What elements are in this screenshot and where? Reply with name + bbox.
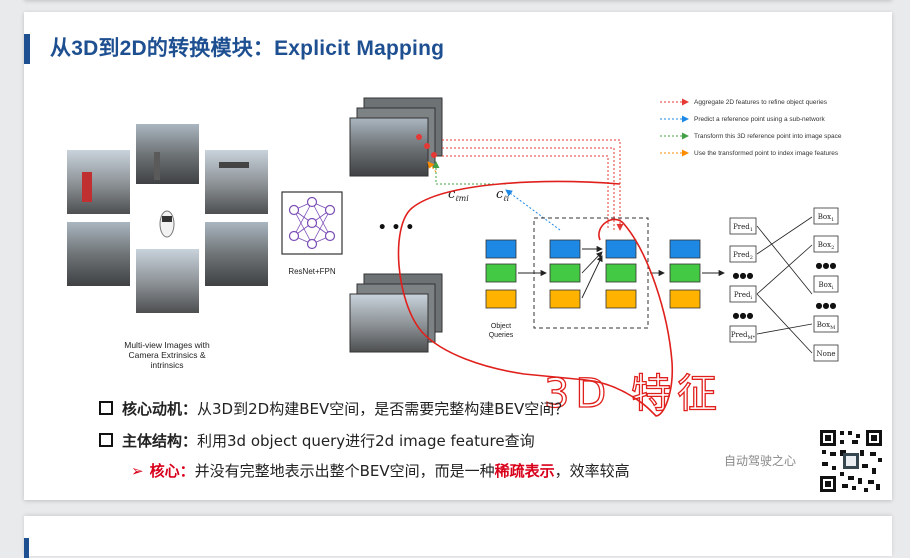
multi-view-images bbox=[67, 124, 268, 313]
multiview-caption-2: Camera Extrinsics & bbox=[129, 350, 206, 360]
pred-dots-1: ●●● bbox=[733, 271, 754, 280]
bullet-motivation: 核心动机：从3D到2D构建BEV空间，是否需要完整构建BEV空间？ bbox=[99, 398, 569, 419]
title-accent-bar bbox=[24, 34, 30, 64]
object-queries bbox=[485, 239, 517, 309]
feature-map-stack-top bbox=[349, 97, 443, 177]
bullet-structure: 主体结构：利用3d object query进行2d image feature… bbox=[99, 430, 535, 451]
pred-m: PredM* bbox=[731, 331, 756, 341]
legend-item-transform: Transform this 3D reference point into i… bbox=[694, 133, 842, 140]
feature-label-1: cℓmi bbox=[448, 187, 469, 203]
arrow-bullet-icon: ➢ bbox=[131, 462, 144, 480]
pred-i: Predi bbox=[734, 291, 753, 301]
multiview-caption-3: intrinsics bbox=[150, 360, 183, 370]
gt-boxes bbox=[813, 207, 839, 362]
multiview-caption-1: Multi-view Images with bbox=[124, 340, 210, 350]
next-slide-edge bbox=[24, 516, 892, 558]
watermark: 自动驾驶之心 bbox=[724, 454, 797, 468]
predictions bbox=[729, 217, 757, 343]
next-slide-accent-bar bbox=[24, 538, 29, 558]
box-none: None bbox=[817, 350, 836, 358]
detr3d-diagram: Multi-view Images with Camera Extrinsics… bbox=[67, 97, 842, 418]
legend-item-index: Use the transformed point to index image… bbox=[694, 150, 839, 157]
box-2: Box2 bbox=[818, 241, 835, 251]
feature-map-stack-bottom bbox=[349, 273, 443, 353]
legend-item-aggregate: Aggregate 2D features to refine object q… bbox=[694, 99, 828, 106]
box-m: BoxM bbox=[817, 321, 835, 331]
legend bbox=[660, 98, 689, 157]
bullet-core: ➢核心：并没有完整地表示出整个BEV空间，而是一种稀疏表示，效率较高 bbox=[131, 462, 630, 480]
box-i: Boxi bbox=[819, 281, 834, 291]
box-dots-1: ●●● bbox=[816, 261, 837, 270]
slide: 从3D到2D的转换模块：Explicit Mapping bbox=[24, 12, 892, 500]
matching-lines bbox=[756, 216, 813, 354]
handwritten-loop bbox=[397, 180, 674, 417]
backbone-label: ResNet+FPN bbox=[288, 267, 336, 276]
handwritten-label: 3D 特征 bbox=[544, 371, 723, 417]
feature-ellipsis: • • • bbox=[378, 220, 415, 236]
square-bullet-icon bbox=[99, 401, 113, 415]
queries-label-1: Object bbox=[491, 323, 511, 330]
pred-1: Pred1 bbox=[733, 223, 753, 233]
queries-label-2: Queries bbox=[489, 332, 514, 339]
box-1: Box1 bbox=[818, 213, 835, 223]
slide-title: 从3D到2D的转换模块：Explicit Mapping bbox=[50, 37, 445, 60]
box-dots-2: ●●● bbox=[816, 301, 837, 310]
pred-2: Pred2 bbox=[733, 251, 753, 261]
qr-code-icon bbox=[818, 428, 884, 494]
square-bullet-icon bbox=[99, 433, 113, 447]
output-queries bbox=[669, 239, 701, 309]
pred-dots-2: ●●● bbox=[733, 311, 754, 320]
decoder-queries bbox=[549, 239, 637, 309]
feature-label-2: cℓi bbox=[496, 187, 510, 203]
legend-item-predict: Predict a reference point using a sub-ne… bbox=[694, 116, 826, 123]
backbone-network-icon bbox=[281, 191, 343, 255]
